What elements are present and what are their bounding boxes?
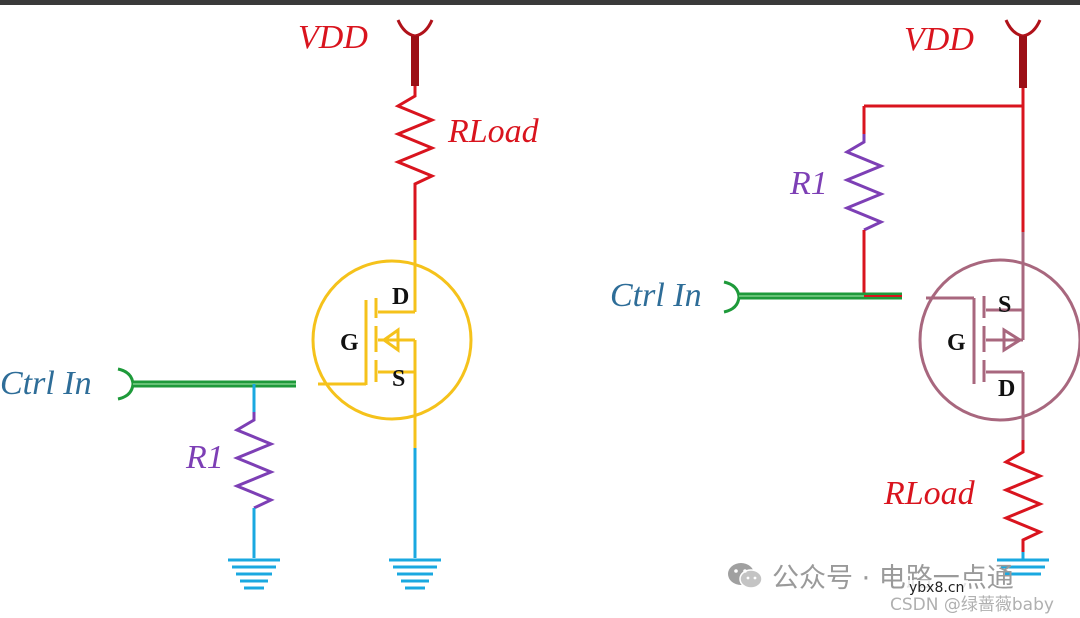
left-circuit: VDD RLoad G D S [0, 19, 540, 590]
left-ctrl-label: Ctrl In [0, 365, 92, 402]
left-r1-label: R1 [185, 439, 224, 476]
right-gate-label: G [947, 330, 966, 356]
right-vdd-label: VDD [904, 21, 974, 58]
wechat-watermark: 公众号 · 电路一点通 [726, 556, 1014, 595]
right-vdd-terminal [1004, 19, 1042, 88]
left-source-label: S [392, 366, 405, 392]
top-window-bar [0, 0, 1080, 5]
right-ground-symbol [997, 552, 1049, 576]
left-r1-resistor [233, 412, 275, 510]
right-rload-label: RLoad [883, 475, 976, 512]
right-r1-label: R1 [789, 165, 828, 202]
left-rload-resistor [394, 86, 436, 240]
right-circuit: VDD R1 Ctrl In G [610, 19, 1080, 576]
left-vdd-terminal [396, 19, 434, 86]
left-drain-label: D [392, 284, 409, 310]
left-rload-label: RLoad [447, 113, 540, 150]
left-nmos-transistor [311, 240, 473, 448]
right-drain-label: D [998, 376, 1015, 402]
right-pmos-transistor [918, 232, 1080, 440]
wechat-channel-text: 公众号 · 电路一点通 [772, 563, 1014, 594]
domain-watermark: ybx8.cn [905, 580, 969, 596]
left-ctrl-terminal [117, 367, 135, 401]
wechat-icon [726, 561, 764, 591]
right-ctrl-terminal [723, 280, 741, 314]
left-ground-symbol-source [389, 558, 441, 590]
right-source-label: S [998, 292, 1011, 318]
right-r1-resistor [843, 134, 885, 232]
left-vdd-label: VDD [298, 19, 368, 56]
right-rload-resistor [1002, 440, 1044, 552]
left-ground-symbol-r1 [228, 558, 280, 590]
right-ctrl-label: Ctrl In [610, 277, 702, 314]
left-gate-label: G [340, 330, 359, 356]
csdn-watermark: CSDN @绿蔷薇baby [890, 595, 1054, 615]
